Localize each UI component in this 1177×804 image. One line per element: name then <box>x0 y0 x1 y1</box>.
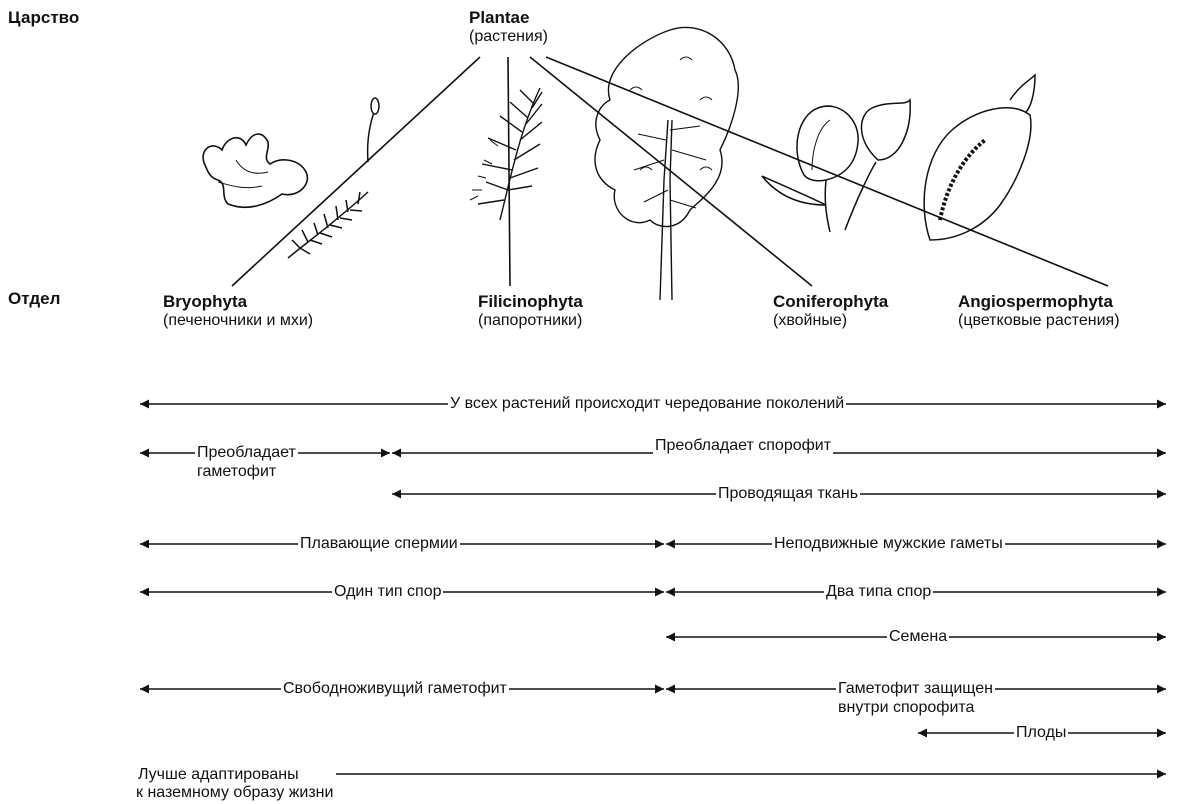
trait-seeds-label: Семена <box>887 627 949 646</box>
conifer-tree-illustration <box>595 27 738 300</box>
trait-gametophyte-dominant-label-line2: гаметофит <box>197 462 276 481</box>
division-name-angiospermophyta: Angiospermophyta <box>958 292 1113 311</box>
kingdom-common-name: (растения) <box>469 27 548 46</box>
trait-two-spore-types-label: Два типа спор <box>824 582 933 601</box>
kingdom-row-label: Царство <box>8 8 79 27</box>
trait-land-adapted-label-line2: к наземному образу жизни <box>136 783 333 802</box>
flowering-plant-illustration <box>762 75 1035 240</box>
trait-protected-gametophyte-label: Гаметофит защищен <box>836 679 995 698</box>
division-name-coniferophyta: Coniferophyta <box>773 292 888 311</box>
division-common-coniferophyta: (хвойные) <box>773 311 847 330</box>
division-common-angiospermophyta: (цветковые растения) <box>958 311 1120 330</box>
trait-vascular-label: Проводящая ткань <box>716 484 860 503</box>
connector-filicinophyta <box>508 57 510 286</box>
division-common-bryophyta: (печеночники и мхи) <box>163 311 313 330</box>
trait-free-gametophyte-label: Свободноживущий гаметофит <box>281 679 509 698</box>
trait-alternation-label: У всех растений происходит чередование п… <box>448 394 846 413</box>
liverwort-illustration <box>203 134 307 207</box>
trait-swimming-sperm-label: Плавающие спермии <box>298 534 460 553</box>
trait-protected-gametophyte-label-line2: внутри спорофита <box>838 698 974 717</box>
trait-nonmotile-gametes-label: Неподвижные мужские гаметы <box>772 534 1005 553</box>
trait-fruits-label: Плоды <box>1014 723 1068 742</box>
trait-sporophyte-dominant-label: Преобладает спорофит <box>653 436 833 455</box>
trait-one-spore-type-label: Один тип спор <box>332 582 443 601</box>
division-common-filicinophyta: (папоротники) <box>478 311 582 330</box>
fern-illustration <box>470 88 542 220</box>
trait-gametophyte-dominant-label: Преобладает <box>195 443 298 462</box>
trait-land-adapted-label: Лучше адаптированы <box>136 765 301 784</box>
division-row-label: Отдел <box>8 289 60 308</box>
kingdom-name: Plantae <box>469 8 529 27</box>
division-name-bryophyta: Bryophyta <box>163 292 247 311</box>
division-name-filicinophyta: Filicinophyta <box>478 292 583 311</box>
